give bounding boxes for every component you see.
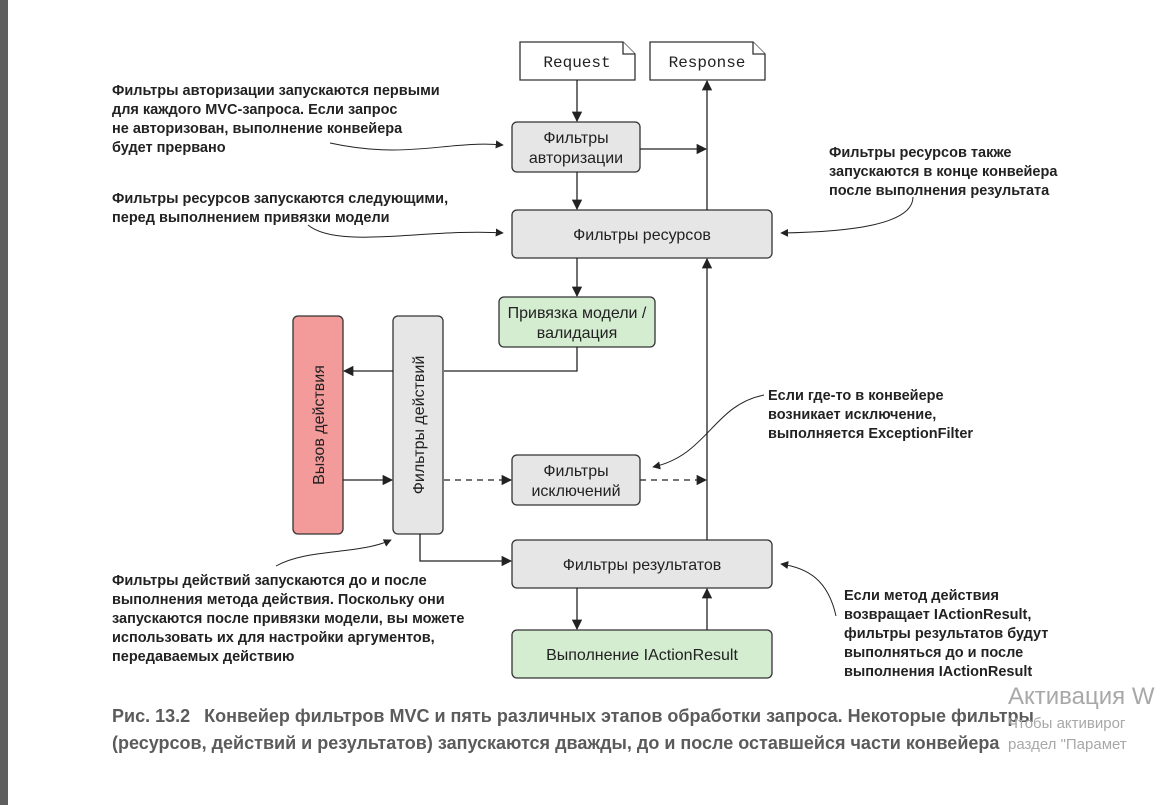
note-authorization-line: будет прервано — [112, 140, 226, 156]
figure-number: Рис. 13.2 — [112, 706, 191, 726]
note-exception: Если где-то в конвейере возникает исключ… — [768, 388, 973, 442]
note-resource-left-line: Фильтры ресурсов запускаются следующими, — [112, 191, 448, 207]
page: Request Response Фильтры авторизации Фил… — [8, 0, 1176, 805]
flow-arrows — [342, 79, 713, 631]
note-resource-left: Фильтры ресурсов запускаются следующими,… — [112, 191, 448, 226]
action-invocation-label: Вызов действия — [311, 365, 328, 485]
note-authorization-line: Фильтры авторизации запускаются первыми — [112, 83, 440, 99]
action-invocation-box: Вызов действия — [292, 315, 344, 535]
note-resource-right-line: после выполнения результата — [829, 183, 1050, 199]
figure-caption-text: Конвейер фильтров MVC и пять различных э… — [112, 706, 1034, 753]
note-action-filters-line: запускаются после привязки модели, вы мо… — [112, 611, 464, 627]
watermark-title: Активация W — [1008, 683, 1155, 710]
result-filters-box: Фильтры результатов — [511, 539, 773, 589]
resource-filters-box: Фильтры ресурсов — [511, 209, 773, 259]
note-action-filters-line: Фильтры действий запускаются до и после — [112, 573, 427, 589]
windows-activation-watermark: Активация W Чтобы активирог раздел "Пара… — [1008, 683, 1154, 753]
note-action-filters-line: выполнения метода действия. Поскольку он… — [112, 592, 445, 608]
note-action-filters-line: использовать их для настройки аргументов… — [112, 630, 435, 646]
note-resource-right: Фильтры ресурсов также запускаются в кон… — [829, 145, 1058, 199]
note-result-filters: Если метод действия возвращает IActionRe… — [844, 588, 1048, 680]
note-resource-right-line: Фильтры ресурсов также — [829, 145, 1011, 161]
result-filters-label: Фильтры результатов — [563, 557, 722, 574]
request-doc: Request — [519, 41, 636, 81]
model-binding-line2: валидация — [537, 325, 618, 342]
note-authorization-line: не авторизован, выполнение конвейера — [112, 121, 403, 137]
note-exception-line: выполняется ExceptionFilter — [768, 426, 973, 442]
note-authorization: Фильтры авторизации запускаются первыми … — [112, 83, 440, 156]
note-action-filters-line: передаваемых действию — [112, 649, 294, 665]
exception-filters-line2: исключений — [531, 483, 620, 500]
note-result-filters-line: выполняться до и после — [844, 645, 1023, 661]
resource-filters-label: Фильтры ресурсов — [573, 227, 711, 244]
note-exception-line: Если где-то в конвейере — [768, 388, 944, 404]
model-binding-line1: Привязка модели / — [508, 305, 647, 322]
note-result-filters-line: возвращает IActionResult, — [844, 607, 1031, 623]
note-result-filters-line: Если метод действия — [844, 588, 999, 604]
authorization-filters-box: Фильтры авторизации — [511, 121, 641, 173]
note-resource-right-line: запускаются в конце конвейера — [829, 164, 1058, 180]
request-label: Request — [543, 54, 610, 72]
result-execution-label: Выполнение IActionResult — [546, 647, 738, 664]
model-binding-box: Привязка модели / валидация — [498, 296, 656, 348]
annotation-pointers — [275, 140, 914, 617]
note-exception-line: возникает исключение, — [768, 407, 936, 423]
watermark-line: Чтобы активирог — [1008, 715, 1126, 732]
authorization-filters-line2: авторизации — [529, 150, 623, 167]
response-doc: Response — [649, 41, 766, 81]
note-result-filters-line: выполнения IActionResult — [844, 664, 1032, 680]
result-execution-box: Выполнение IActionResult — [511, 629, 773, 679]
note-result-filters-line: фильтры результатов будут — [844, 626, 1048, 642]
action-filters-box: Фильтры действий — [392, 315, 444, 535]
response-label: Response — [669, 54, 746, 72]
watermark-line: раздел "Парамет — [1008, 736, 1127, 753]
note-authorization-line: для каждого MVC-запроса. Если запрос — [112, 102, 397, 118]
note-resource-left-line: перед выполнением привязки модели — [112, 210, 390, 226]
action-filters-label: Фильтры действий — [411, 356, 428, 495]
filter-pipeline-diagram: Request Response Фильтры авторизации Фил… — [112, 41, 1058, 680]
authorization-filters-line1: Фильтры — [543, 130, 608, 147]
exception-filters-line1: Фильтры — [543, 463, 608, 480]
exception-filters-box: Фильтры исключений — [511, 454, 641, 506]
note-action-filters: Фильтры действий запускаются до и после … — [112, 573, 464, 665]
